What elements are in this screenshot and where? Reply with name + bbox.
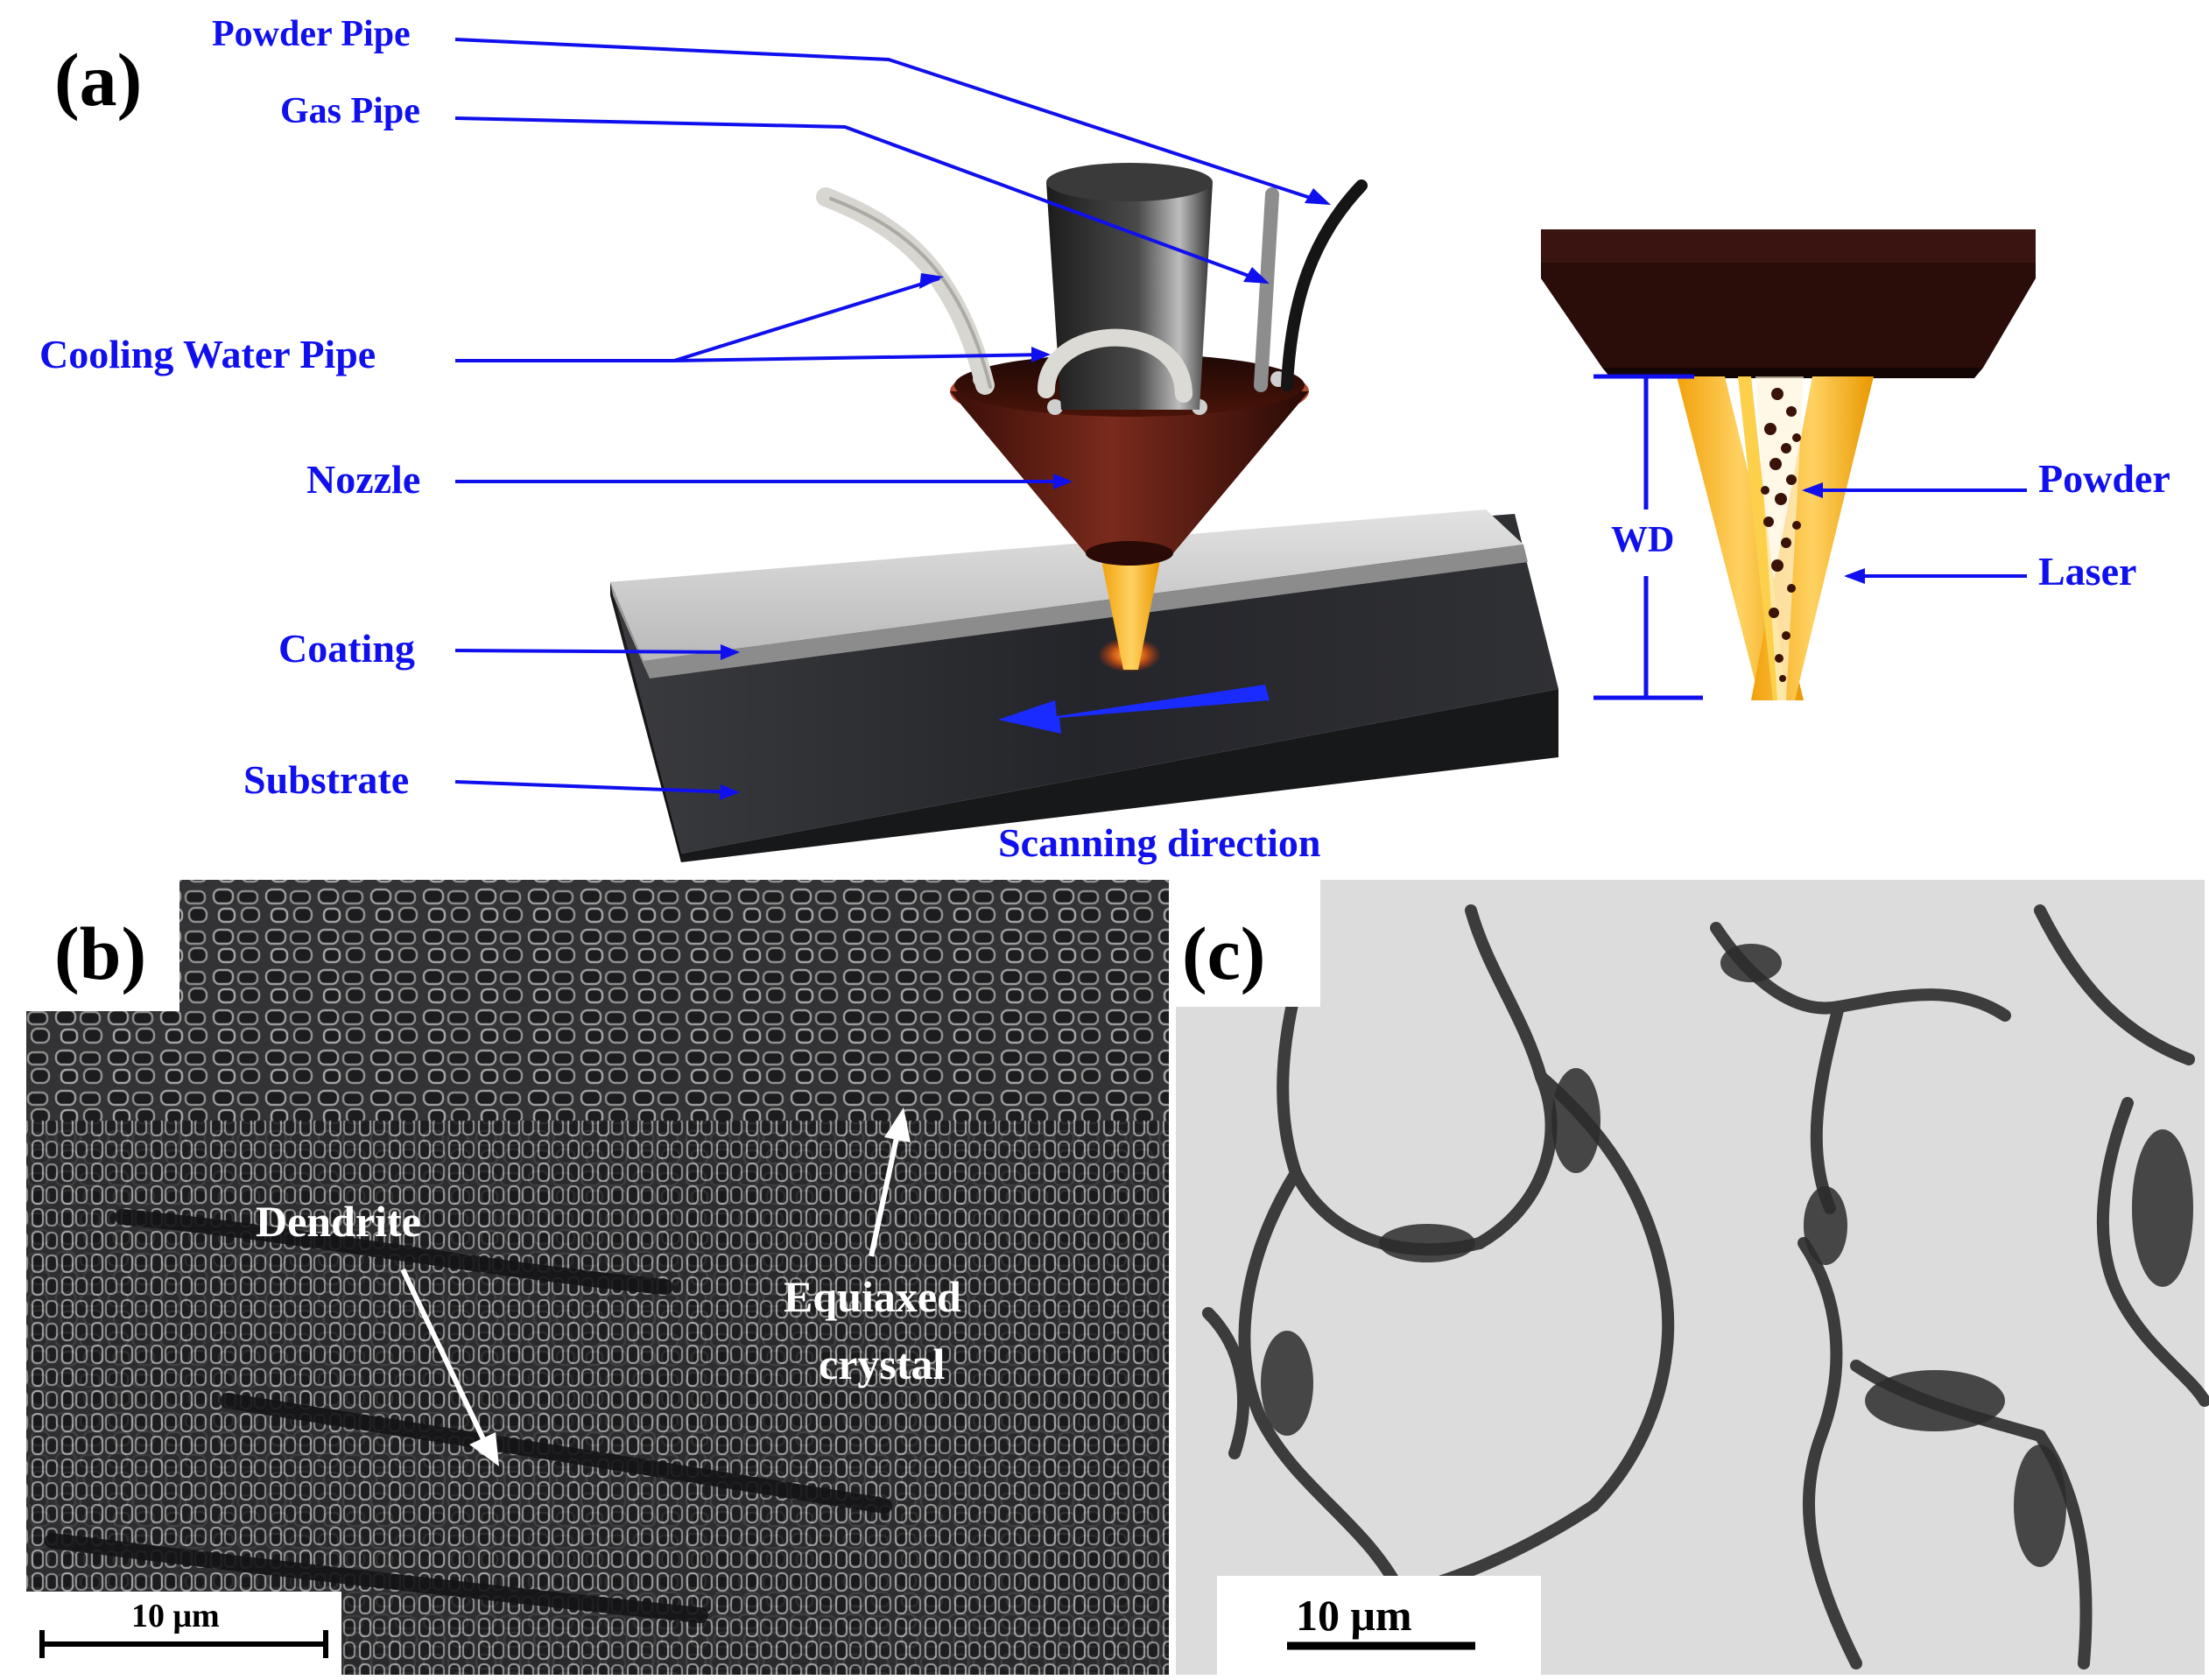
panel-c-letter-box xyxy=(1176,880,1320,1007)
label-gas-pipe: Gas Pipe xyxy=(280,91,420,131)
wd-dimension xyxy=(1593,374,1703,700)
gas-pipe xyxy=(1254,187,1279,392)
label-powder-pipe: Powder Pipe xyxy=(212,14,411,54)
bolt-icon xyxy=(1047,399,1063,415)
panel-b-scale-box xyxy=(26,1592,341,1675)
panel-b-scale-label: 10 μm xyxy=(131,1598,220,1634)
dendrite-trunks xyxy=(45,1209,892,1623)
scanning-direction-arrow xyxy=(998,685,1270,734)
label-coating: Coating xyxy=(278,626,415,671)
eutectic-clusters xyxy=(1261,944,2193,1567)
leader-arrowheads xyxy=(720,188,1331,800)
panel-b-letter: (b) xyxy=(54,911,146,995)
label-substrate: Substrate xyxy=(243,757,409,802)
leader-lines xyxy=(454,38,1327,794)
panel-b: (b) Dendrite Equiaxed crystal 10 μm xyxy=(26,880,1169,1675)
coating-strip xyxy=(610,510,1528,678)
panel-c-scale-box xyxy=(1217,1576,1541,1675)
powder-pipe xyxy=(1281,179,1368,391)
right-leader-lines xyxy=(1805,489,2027,578)
dendrite-arrow xyxy=(400,1268,489,1446)
label-equiaxed-line1: Equiaxed xyxy=(784,1272,961,1321)
label-dendrite: Dendrite xyxy=(256,1197,421,1246)
cooling-water-pipe-loop xyxy=(1038,328,1192,403)
equiaxed-arrow xyxy=(869,1133,900,1257)
powder-particles xyxy=(1761,388,1801,682)
laser-beam xyxy=(1101,560,1160,670)
label-powder: Powder xyxy=(2038,456,2170,501)
panel-a: (a) xyxy=(39,14,2170,865)
label-cooling-water-pipe: Cooling Water Pipe xyxy=(39,332,376,376)
label-laser: Laser xyxy=(2038,549,2136,594)
panel-c-letter: (c) xyxy=(1182,911,1265,995)
panel-c: (c) 10 μm xyxy=(1176,880,2209,1675)
panel-a-letter: (a) xyxy=(54,38,142,122)
label-scanning-direction: Scanning direction xyxy=(998,820,1321,865)
label-nozzle: Nozzle xyxy=(306,457,420,502)
nozzle-cross-section xyxy=(1541,229,2036,700)
panel-b-scale-bar xyxy=(39,1630,328,1658)
label-equiaxed-line2: crystal xyxy=(819,1339,945,1388)
nozzle-body xyxy=(950,354,1309,566)
panel-b-letter-box xyxy=(26,880,179,1011)
label-wd: WD xyxy=(1611,520,1674,560)
panel-c-scale-label: 10 μm xyxy=(1296,1591,1412,1640)
